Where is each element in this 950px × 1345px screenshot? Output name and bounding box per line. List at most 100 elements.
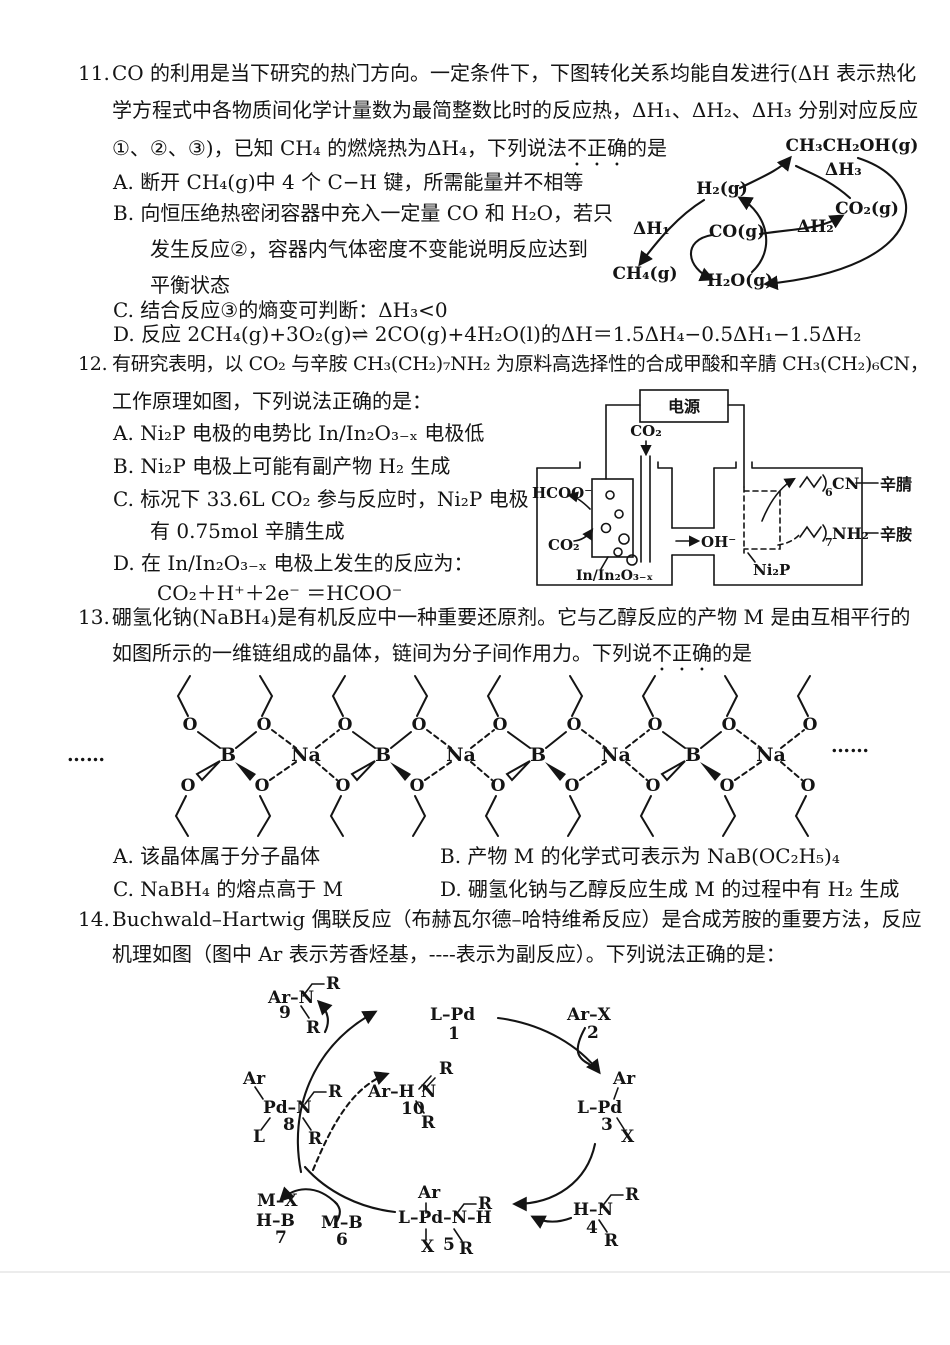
species-ethanol: CH₃CH₂OH(g): [786, 136, 919, 156]
species-h2: H₂(g): [696, 179, 747, 199]
struct7-m-x: M–X: [257, 1191, 298, 1211]
struct7-number: 7: [275, 1228, 287, 1248]
struct8-r-bottom: R: [308, 1129, 323, 1149]
struct5-x: X: [421, 1237, 435, 1257]
q11-diagram-arrows: [638, 155, 907, 291]
q12-cell-outline: [536, 389, 879, 586]
struct6-number: 6: [336, 1230, 348, 1250]
oxygen-atom: O: [412, 715, 427, 735]
sodium-atom: Na: [756, 744, 786, 766]
q12-option-b: B. Ni₂P 电极上可能有副产物 H₂ 生成: [113, 454, 451, 478]
struct5-r-bottom: R: [459, 1239, 474, 1259]
q12-option-d-line1: D. 在 In/In₂O₃₋ₓ 电极上发生的反应为：: [113, 551, 474, 575]
oxygen-atom: O: [803, 715, 818, 735]
co2-feed-label: CO₂: [630, 422, 662, 440]
struct8-l: L: [253, 1127, 265, 1147]
species-h2o: H₂O(g): [707, 271, 773, 291]
struct5-number: 5: [443, 1235, 455, 1255]
chain-ellipsis-left: ……: [67, 744, 105, 766]
cn-label: CN: [832, 474, 859, 493]
q11-line3: ①、②、③)，已知 CH₄ 的燃烧热为ΔH₄，下列说法不正确的是: [112, 136, 667, 171]
oxygen-atom: O: [648, 715, 663, 735]
q13-option-d: D. 硼氢化钠与乙醇反应生成 M 的过程中有 H₂ 生成: [440, 877, 900, 901]
struct1-number: 1: [448, 1024, 460, 1044]
q14-number: 14.: [78, 907, 110, 931]
q14-cycle-arrows: [278, 999, 601, 1229]
q13-chain-crystal-diagram: …… …… B Na O O O O B Na O O O O: [67, 675, 869, 837]
struct8-ar: Ar: [242, 1069, 266, 1089]
oxygen-atom: O: [493, 715, 508, 735]
boron-atom: B: [220, 744, 236, 766]
q11-line3-emphasis: 不正确: [566, 136, 627, 160]
sodium-atom: Na: [601, 744, 631, 766]
struct2-ar-x: Ar–X: [566, 1005, 612, 1025]
q11-reaction-cycle-diagram: CH₃CH₂OH(g) ΔH₃ H₂(g) CO₂(g) CO(g) ΔH₁ Δ…: [612, 136, 919, 291]
q11-line1: CO 的利用是当下研究的热门方向。一定条件下，下图转化关系均能自发进行(ΔH 表…: [112, 61, 917, 85]
q11-option-d: D. 反应 2CH₄(g)+3O₂(g)⇌ 2CO(g)+4H₂O(l)的ΔH＝…: [113, 322, 862, 346]
chain-unit-partial: O O: [794, 675, 818, 837]
boron-atom: B: [530, 744, 546, 766]
chain-unit: B Na O O O O: [174, 675, 340, 837]
q12-option-a: A. Ni₂P 电极的电势比 In/In₂O₃₋ₓ 电极低: [113, 421, 485, 445]
species-co2: CO₂(g): [835, 199, 899, 219]
q11-line3-pre: ①、②、③)，已知 CH₄ 的燃烧热为ΔH₄，下列说法: [112, 136, 567, 160]
q11-option-b-line3: 平衡状态: [150, 273, 230, 297]
sodium-atom: Na: [446, 744, 476, 766]
struct9-r-top: R: [326, 974, 341, 994]
q14-line2: 机理如图（图中 Ar 表示芳香烃基，----表示为副反应）。下列说法正确的是：: [112, 942, 786, 966]
label-dh2: ΔH₂: [797, 217, 834, 237]
chain-unit: B Na O O O O: [484, 675, 650, 837]
octanenitrile-label: 辛腈: [880, 475, 912, 494]
power-supply-label: 电源: [668, 397, 700, 416]
struct10-ar-h-n: Ar–H N: [367, 1082, 436, 1102]
q12-option-c-line2: 有 0.75mol 辛腈生成: [150, 519, 345, 543]
struct3-l-pd: L–Pd: [577, 1098, 622, 1118]
label-dh3: ΔH₃: [825, 160, 862, 180]
struct8-pd-n: Pd–N: [263, 1098, 312, 1118]
oxygen-atom: O: [722, 715, 737, 735]
q13-option-a: A. 该晶体属于分子晶体: [113, 844, 321, 868]
q13-line1: 硼氢化钠(NaBH₄)是有机反应中一种重要还原剂。它与乙醇反应的产物 M 是由互…: [112, 605, 911, 629]
q12-option-c-line1: C. 标况下 33.6L CO₂ 参与反应时，Ni₂P 电极: [113, 487, 529, 511]
q11-option-a: A. 断开 CH₄(g)中 4 个 C−H 键，所需能量并不相等: [113, 170, 584, 194]
label-dh1: ΔH₁: [633, 219, 670, 239]
oxygen-atom: O: [720, 776, 735, 796]
struct8-number: 8: [283, 1115, 295, 1135]
q13-option-b: B. 产物 M 的化学式可表示为 NaB(OC₂H₅)₄: [440, 844, 840, 868]
struct5-ar: Ar: [417, 1183, 441, 1203]
oxygen-atom: O: [565, 776, 580, 796]
struct3-number: 3: [601, 1115, 613, 1135]
nh2-chain-subscript: 7: [825, 536, 833, 549]
oxygen-atom: O: [181, 776, 196, 796]
q11-line3-post: 的是: [626, 136, 667, 160]
struct4-r-bottom: R: [604, 1231, 619, 1251]
q12-line2: 工作原理如图，下列说法正确的是：: [112, 389, 432, 413]
q13-number: 13.: [78, 605, 110, 629]
struct1-l-pd: L–Pd: [430, 1005, 475, 1025]
q11-option-b-line1: B. 向恒压绝热密闭容器中充入一定量 CO 和 H₂O，若只: [113, 201, 614, 225]
oxygen-atom: O: [257, 715, 272, 735]
left-electrode-label: In/In₂O₃₋ₓ: [576, 568, 653, 584]
struct7-h-b: H–B: [256, 1211, 295, 1231]
struct3-ar: Ar: [612, 1069, 636, 1089]
oxygen-atom: O: [255, 776, 270, 796]
oxygen-atom: O: [336, 776, 351, 796]
oxygen-atom: O: [567, 715, 582, 735]
q11-option-b-line2: 发生反应②，容器内气体密度不变能说明反应达到: [150, 237, 588, 261]
oxygen-atom: O: [491, 776, 506, 796]
struct8-r-top: R: [328, 1082, 343, 1102]
struct10-r-top: R: [439, 1059, 454, 1079]
nh2-label: NH₂: [832, 524, 869, 543]
boron-atom: B: [685, 744, 701, 766]
species-ch4: CH₄(g): [612, 264, 677, 284]
struct5-l-pd-n-h: L–Pd–N–H: [398, 1208, 492, 1228]
co2-left-label: CO₂: [548, 536, 580, 554]
q14-structure-bonds: [254, 983, 625, 1242]
struct2-number: 2: [587, 1023, 599, 1043]
oxygen-atom: O: [646, 776, 661, 796]
struct10-number: 10: [401, 1099, 425, 1119]
q13-line2-pre: 如图所示的一维链组成的晶体，链间为分子间作用力。下列说: [112, 641, 652, 665]
struct5-r-top: R: [478, 1194, 493, 1214]
struct4-h-n: H–N: [573, 1200, 613, 1220]
